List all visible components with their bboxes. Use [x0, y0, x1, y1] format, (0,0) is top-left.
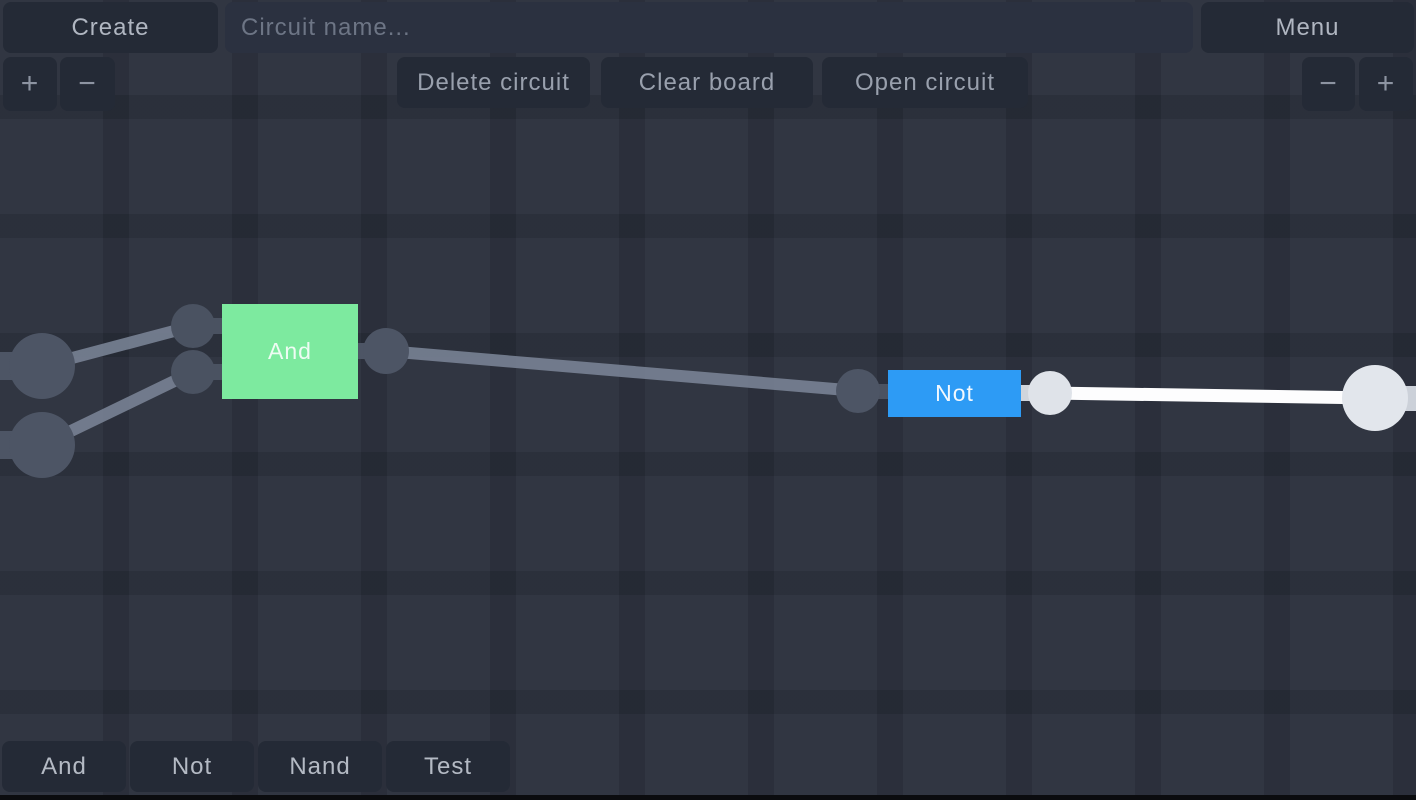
input-node-1[interactable]	[9, 333, 75, 399]
circuit-name-input[interactable]	[225, 2, 1193, 53]
palette-item-nand[interactable]: Nand	[258, 741, 382, 792]
zoom-in-button-left[interactable]: +	[3, 57, 57, 111]
wire-and-to-not[interactable]	[385, 345, 859, 397]
gate-label: Not	[935, 380, 974, 406]
and-output-pin[interactable]	[363, 328, 409, 374]
gate-not[interactable]: Not	[888, 370, 1021, 417]
zoom-out-button-right[interactable]: −	[1302, 57, 1355, 111]
zoom-in-button-right[interactable]: +	[1359, 57, 1413, 111]
output-node[interactable]	[1342, 365, 1408, 431]
create-button[interactable]: Create	[3, 2, 218, 53]
palette-item-test[interactable]: Test	[386, 741, 510, 792]
and-input-pin-1[interactable]	[171, 304, 215, 348]
palette-item-not[interactable]: Not	[130, 741, 254, 792]
wire-not-to-output[interactable]	[1049, 386, 1376, 405]
clear-board-button[interactable]: Clear board	[601, 57, 813, 108]
bottom-edge-bar	[0, 795, 1416, 800]
menu-button[interactable]: Menu	[1201, 2, 1414, 53]
input-node-2[interactable]	[9, 412, 75, 478]
zoom-out-button-left[interactable]: −	[60, 57, 115, 111]
gate-label: And	[268, 338, 312, 364]
gate-and[interactable]: And	[222, 304, 358, 399]
and-input-pin-2[interactable]	[171, 350, 215, 394]
open-circuit-button[interactable]: Open circuit	[822, 57, 1028, 108]
not-input-pin[interactable]	[836, 369, 880, 413]
palette-item-and[interactable]: And	[2, 741, 126, 792]
delete-circuit-button[interactable]: Delete circuit	[397, 57, 590, 108]
not-output-pin[interactable]	[1028, 371, 1072, 415]
